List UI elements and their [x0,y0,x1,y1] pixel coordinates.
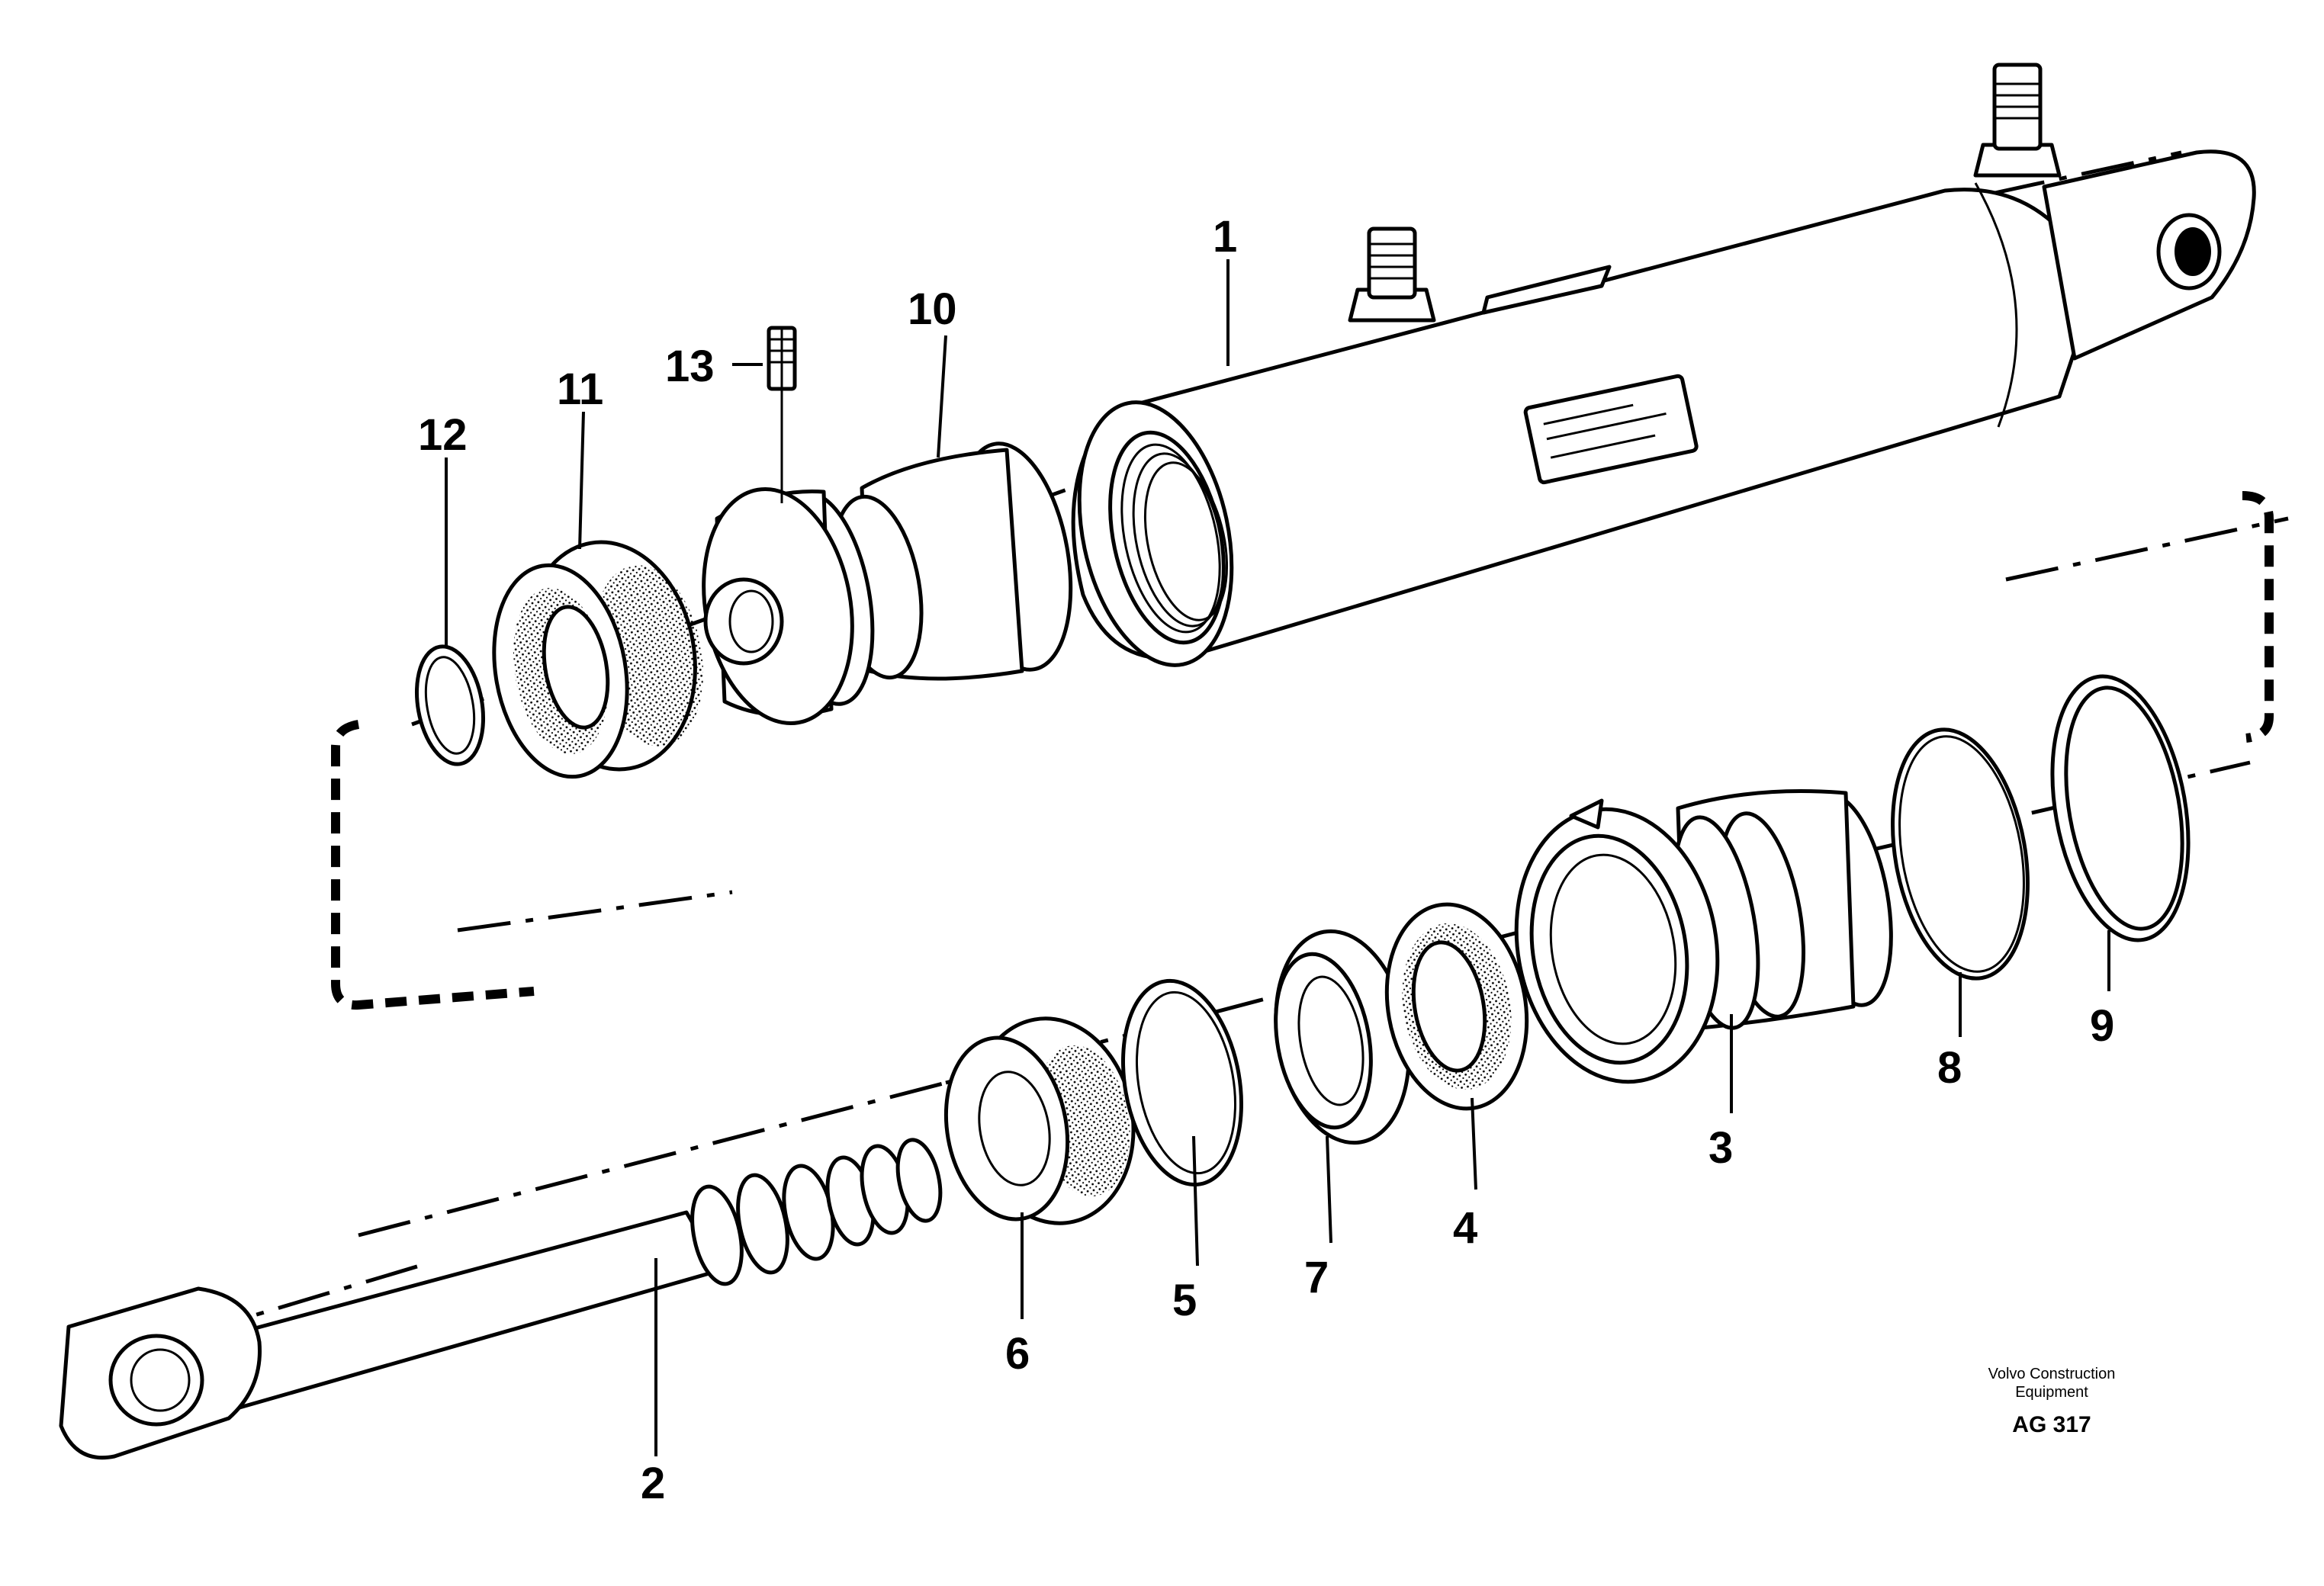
piston-rod [59,1138,943,1460]
bleed-screw [767,326,797,503]
callout-8: 8 [1937,1043,1962,1093]
credit-company: Volvo Construction [1988,1366,2116,1382]
barrel-thread-lines [1120,443,1229,634]
callouts: 1 10 11 12 13 2 6 5 7 4 3 8 9 [418,212,2114,1508]
nut [943,1016,1136,1225]
callout-7: 7 [1304,1253,1329,1302]
leader-lines [445,259,2110,1456]
backup-ring [1891,727,2030,981]
callout-4: 4 [1453,1203,1477,1253]
callout-2: 2 [641,1459,665,1508]
callout-11: 11 [557,364,603,414]
callout-12: 12 [418,410,468,460]
callout-10: 10 [908,284,957,334]
hydraulic-port-front [1348,226,1436,323]
callout-5: 5 [1172,1276,1197,1325]
callout-13: 13 [665,342,715,391]
piston-seal-ring [2050,674,2191,942]
rod-seal [1384,902,1529,1111]
callout-9: 9 [2090,1001,2114,1051]
rod-thread [690,1138,943,1286]
callout-6: 6 [1005,1329,1030,1379]
callout-3: 3 [1708,1123,1733,1173]
name-plate [1523,374,1699,485]
callout-1: 1 [1213,212,1237,262]
reference-code: AG 317 [2012,1412,2091,1437]
cylinder-barrel [1071,63,2256,667]
hydraulic-port-rear [1973,63,2062,178]
end-cap [492,540,704,779]
connection-bracket [331,491,2274,1010]
o-ring-12 [414,644,486,766]
guide-ring [1274,929,1411,1145]
credit-company-line2: Equipment [2015,1384,2088,1401]
piston [702,441,1073,726]
retaining-ring [1121,978,1243,1187]
piston-head [1514,789,1893,1084]
